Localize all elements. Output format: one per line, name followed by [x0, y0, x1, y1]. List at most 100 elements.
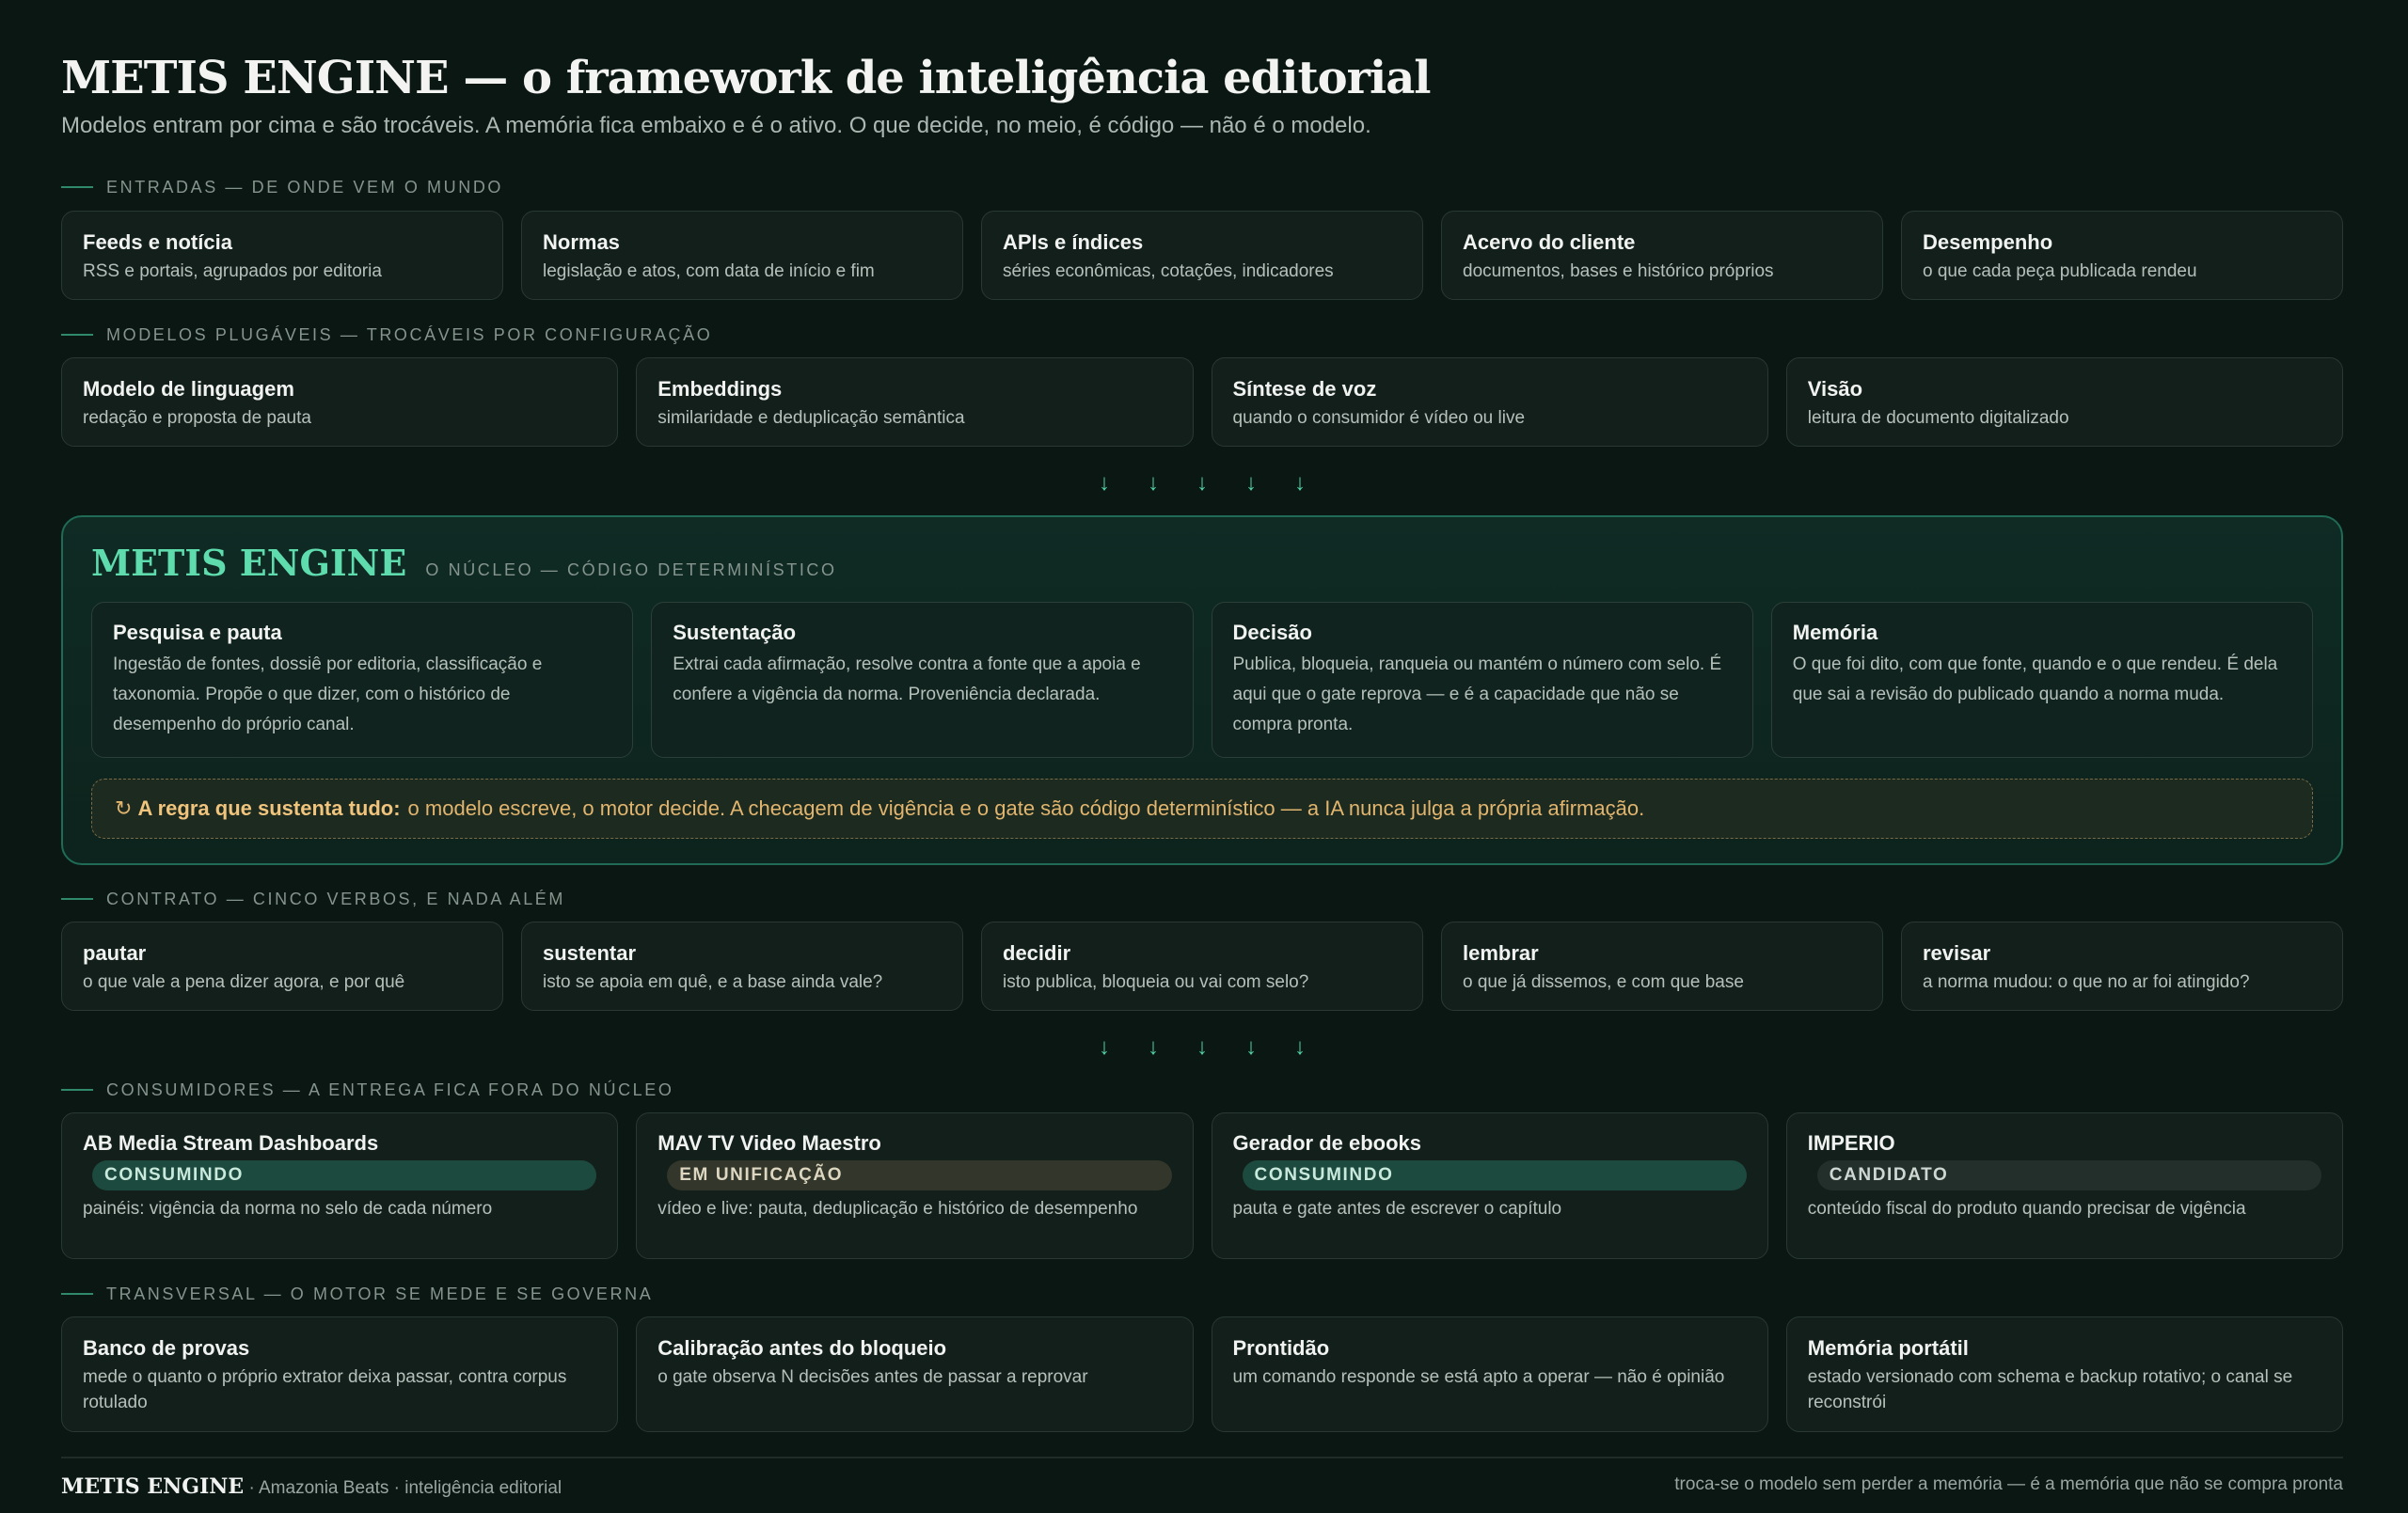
arrow-down-icon: ↓ [1148, 1034, 1159, 1060]
card-title: revisar [1923, 941, 1991, 965]
card-title: Sustentação [673, 621, 797, 644]
card-desc: a norma mudou: o que no ar foi atingido? [1923, 972, 2250, 992]
card-desc: conteúdo fiscal do produto quando precis… [1807, 1199, 2246, 1219]
card-acervo: Acervo do cliente documentos, bases e his… [1441, 211, 1883, 300]
card-desc: mede o quanto o próprio extrator deixa p… [83, 1367, 567, 1412]
card-title: IMPERIO [1807, 1131, 1895, 1155]
page-subtitle: Modelos entram por cima e são trocáveis.… [61, 113, 1371, 138]
card-prontidao: Prontidão um comando responde se está apt… [1211, 1316, 1768, 1432]
section-rule [61, 898, 93, 900]
status-badge: EM UNIFICAÇÃO [667, 1160, 1172, 1190]
section-rule [61, 1293, 93, 1295]
engine-tag: O NÚCLEO — CÓDIGO DETERMINÍSTICO [425, 560, 837, 579]
footer-sub: · Amazonia Beats · inteligência editoria… [244, 1478, 562, 1498]
section-title: ENTRADAS — DE ONDE VEM O MUNDO [106, 177, 504, 197]
card-mav-tv: MAV TV Video Maestro EM UNIFICAÇÃO vídeo… [636, 1112, 1194, 1259]
card-desc: legislação e atos, com data de início e … [543, 261, 875, 281]
card-desc: Extrai cada afirmação, resolve contra a … [673, 654, 1141, 704]
card-visao: Visão leitura de documento digitalizado [1785, 357, 2343, 447]
section-rule [61, 334, 93, 336]
footer-divider [61, 1457, 2343, 1458]
arrow-down-icon: ↓ [1148, 470, 1159, 496]
card-desc: vídeo e live: pauta, deduplicação e hist… [657, 1199, 1138, 1219]
engine-header: METIS ENGINE O NÚCLEO — CÓDIGO DETERMINÍ… [91, 542, 837, 584]
engine-panel: METIS ENGINE O NÚCLEO — CÓDIGO DETERMINÍ… [61, 515, 2343, 865]
arrow-down-icon: ↓ [1245, 470, 1257, 496]
status-badge: CONSUMINDO [1242, 1160, 1747, 1190]
card-desc: Ingestão de fontes, dossiê por editoria,… [113, 654, 543, 734]
card-desc: um comando responde se está apto a opera… [1232, 1367, 1725, 1387]
rule-text: o modelo escreve, o motor decide. A chec… [407, 796, 1645, 820]
card-desc: documentos, bases e histórico próprios [1463, 261, 1774, 281]
card-title: Banco de provas [83, 1336, 250, 1360]
flow-arrows-bottom: ↓ ↓ ↓ ↓ ↓ [61, 1034, 2343, 1063]
card-desc: painéis: vigência da norma no selo de ca… [83, 1199, 493, 1219]
card-calibracao: Calibração antes do bloqueio o gate obser… [636, 1316, 1194, 1432]
section-rule [61, 1089, 93, 1091]
arrow-down-icon: ↓ [1196, 470, 1208, 496]
card-title: Calibração antes do bloqueio [657, 1336, 947, 1360]
arrow-down-icon: ↓ [1294, 1034, 1306, 1060]
card-title: Prontidão [1232, 1336, 1330, 1360]
card-desc: leitura de documento digitalizado [1807, 408, 2069, 428]
card-title: Feeds e notícia [83, 230, 232, 254]
card-title: Acervo do cliente [1463, 230, 1636, 254]
card-title: decidir [1003, 941, 1071, 965]
card-title: Desempenho [1923, 230, 2053, 254]
card-revisar: revisar a norma mudou: o que no ar foi at… [1901, 922, 2343, 1011]
card-desc: isto publica, bloqueia ou vai com selo? [1003, 972, 1309, 992]
card-ab-media: AB Media Stream Dashboards CONSUMINDO pa… [61, 1112, 619, 1259]
card-title: Síntese de voz [1232, 377, 1377, 401]
section-consumidores-label: CONSUMIDORES — A ENTREGA FICA FORA DO NÚ… [61, 1080, 2343, 1100]
status-badge: CANDIDATO [1816, 1160, 2321, 1190]
arrow-down-icon: ↓ [1099, 470, 1110, 496]
card-sustentar: sustentar isto se apoia em quê, e a base … [521, 922, 963, 1011]
engine-name: METIS ENGINE [91, 542, 407, 584]
card-desc: quando o consumidor é vídeo ou live [1232, 408, 1526, 428]
card-desc: isto se apoia em quê, e a base ainda val… [543, 972, 883, 992]
card-title: Memória portátil [1807, 1336, 1969, 1360]
card-banco-provas: Banco de provas mede o quanto o próprio e… [61, 1316, 619, 1432]
card-desc: redação e proposta de pauta [83, 408, 311, 428]
flow-arrows-top: ↓ ↓ ↓ ↓ ↓ [61, 470, 2343, 498]
page-title: METIS ENGINE — o framework de inteligênc… [61, 52, 1432, 104]
arrow-down-icon: ↓ [1245, 1034, 1257, 1060]
card-title: Visão [1807, 377, 1863, 401]
status-badge: CONSUMINDO [92, 1160, 597, 1190]
card-title: pautar [83, 941, 147, 965]
section-entradas-label: ENTRADAS — DE ONDE VEM O MUNDO [61, 177, 2343, 197]
arrow-down-icon: ↓ [1196, 1034, 1208, 1060]
card-desc: o que já dissemos, e com que base [1463, 972, 1744, 992]
card-desc: RSS e portais, agrupados por editoria [83, 261, 382, 281]
footer-brand: METIS ENGINE [61, 1474, 245, 1499]
card-decidir: decidir isto publica, bloqueia ou vai com… [981, 922, 1423, 1011]
card-title: AB Media Stream Dashboards [83, 1131, 379, 1155]
card-desc: o gate observa N decisões antes de passa… [657, 1367, 1088, 1387]
section-transversal-label: TRANSVERSAL — O MOTOR SE MEDE E SE GOVER… [61, 1284, 2343, 1304]
card-title: Decisão [1232, 621, 1312, 644]
card-title: sustentar [543, 941, 637, 965]
section-rule [61, 186, 93, 188]
card-apis: APIs e índices séries econômicas, cotaçõe… [981, 211, 1423, 300]
section-title: CONTRATO — CINCO VERBOS, E NADA ALÉM [106, 889, 566, 908]
card-desc: Publica, bloqueia, ranqueia ou mantém o … [1232, 654, 1722, 734]
card-desc: o que cada peça publicada rendeu [1923, 261, 2197, 281]
arrow-down-icon: ↓ [1294, 470, 1306, 496]
card-desc: séries econômicas, cotações, indicadores [1003, 261, 1334, 281]
section-contrato-label: CONTRATO — CINCO VERBOS, E NADA ALÉM [61, 889, 2343, 909]
card-title: APIs e índices [1003, 230, 1144, 254]
card-pautar: pautar o que vale a pena dizer agora, e p… [61, 922, 503, 1011]
card-desc: o que vale a pena dizer agora, e por quê [83, 972, 405, 992]
rule-bold: A regra que sustenta tudo: [137, 796, 401, 820]
transversal-row: Banco de provas mede o quanto o próprio e… [61, 1316, 2343, 1432]
rule-callout: ↻ A regra que sustenta tudo: o modelo es… [91, 779, 2313, 839]
